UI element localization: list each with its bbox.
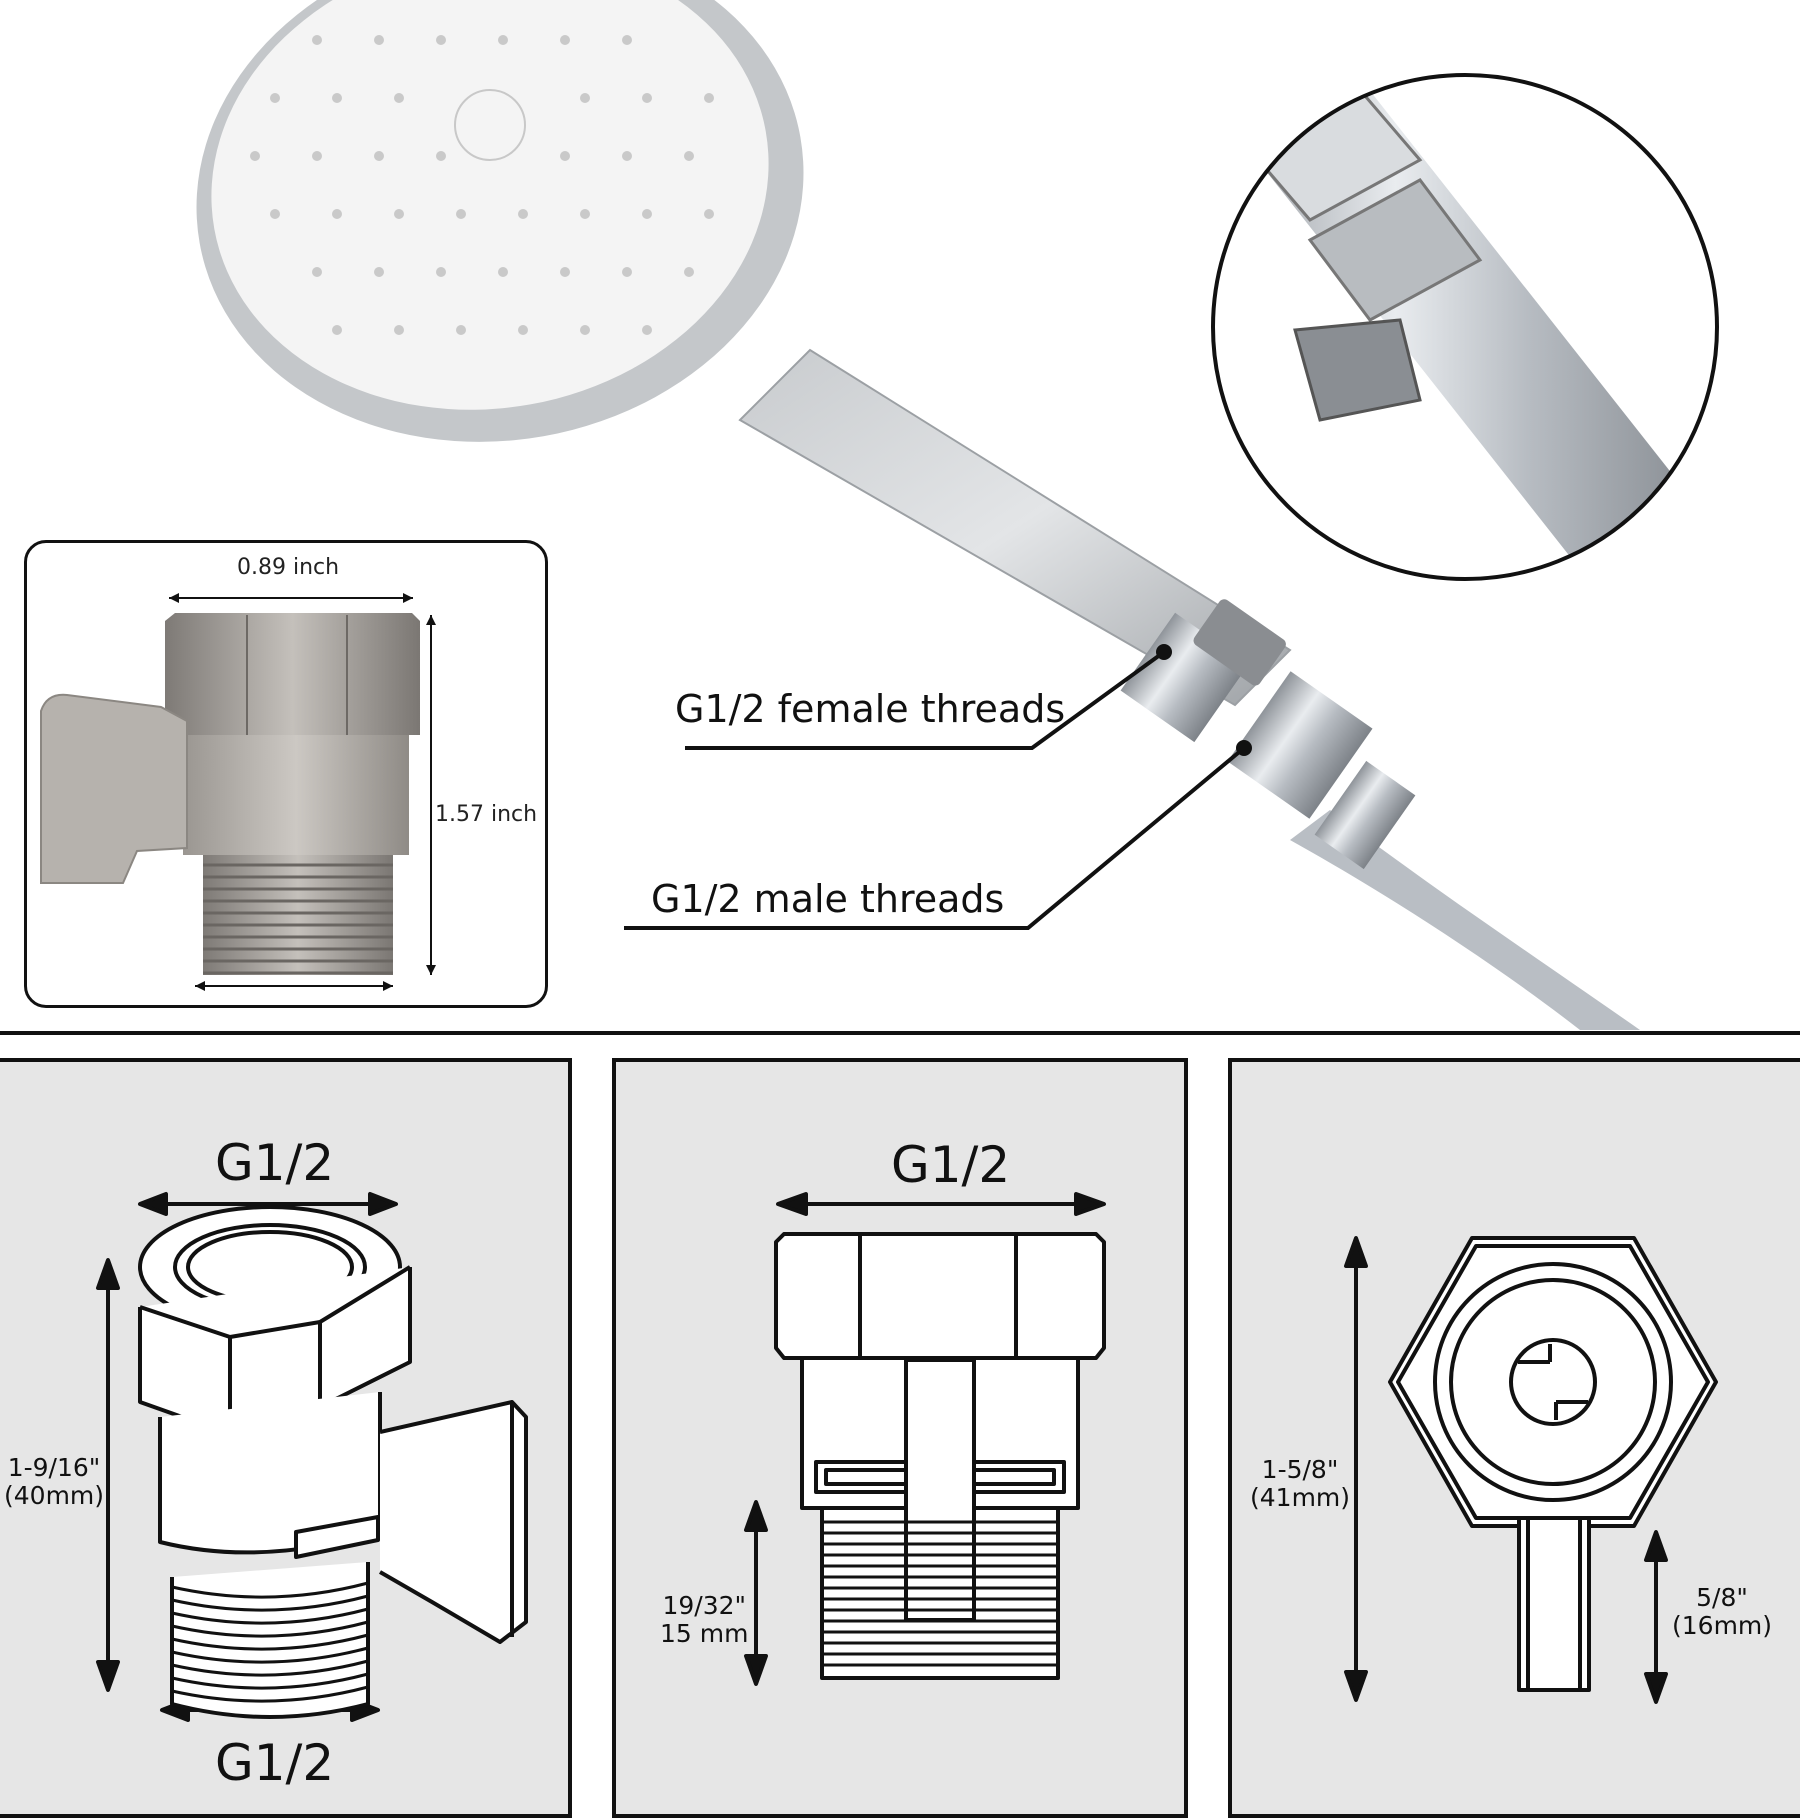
top-height-mm: (41mm) bbox=[1250, 1482, 1351, 1512]
female-callout-line bbox=[685, 650, 1166, 750]
inset-body bbox=[183, 735, 409, 855]
perspective-height-mm: (40mm) bbox=[4, 1480, 105, 1510]
product-photo bbox=[196, 0, 1719, 1030]
zoom-detail-circle bbox=[1211, 73, 1719, 581]
male-callout-line bbox=[624, 746, 1246, 930]
top-handle-label: 5/8" (16mm) bbox=[1672, 1584, 1772, 1639]
shower-hose bbox=[1290, 810, 1640, 1030]
shower-handle bbox=[738, 348, 1292, 707]
perspective-height-label: 1-9/16" (40mm) bbox=[4, 1454, 104, 1509]
top-handle-mm: (16mm) bbox=[1672, 1610, 1773, 1640]
front-view-diagram-panel: G1/2 19/32" 15 mm bbox=[612, 1058, 1188, 1818]
top-height-inch: 1-5/8" bbox=[1261, 1455, 1339, 1484]
female-threads-label: G1/2 female threads bbox=[675, 687, 1066, 731]
top-view-diagram-panel: 1-5/8" (41mm) 5/8" (16mm) bbox=[1228, 1058, 1800, 1818]
inset-lever bbox=[40, 693, 188, 884]
mounted-valve bbox=[1120, 599, 1416, 870]
perspective-top-label: G1/2 bbox=[215, 1134, 335, 1192]
male-threads-label: G1/2 male threads bbox=[651, 877, 1005, 921]
inset-hex-nut bbox=[165, 613, 420, 735]
top-handle-inch: 5/8" bbox=[1696, 1583, 1748, 1612]
perspective-diagram-panel: G1/2 G1/2 1-9/16" (40mm) bbox=[0, 1058, 572, 1818]
inset-width-label: 0.89 inch bbox=[237, 555, 340, 580]
inset-height-label: 1.57 inch bbox=[435, 802, 538, 827]
perspective-bottom-label: G1/2 bbox=[215, 1734, 335, 1792]
front-thread-length-label: 19/32" 15 mm bbox=[660, 1592, 748, 1647]
dimension-inset: 0.89 inch 1.57 inch bbox=[24, 540, 548, 1008]
front-thread-inch: 19/32" bbox=[662, 1591, 746, 1620]
perspective-height-inch: 1-9/16" bbox=[7, 1453, 101, 1482]
shower-head bbox=[196, 0, 804, 442]
inset-threads bbox=[203, 855, 393, 975]
front-thread-mm: 15 mm bbox=[660, 1618, 749, 1648]
top-height-label: 1-5/8" (41mm) bbox=[1250, 1456, 1350, 1511]
front-top-label: G1/2 bbox=[891, 1136, 1011, 1194]
section-divider bbox=[0, 1031, 1800, 1035]
